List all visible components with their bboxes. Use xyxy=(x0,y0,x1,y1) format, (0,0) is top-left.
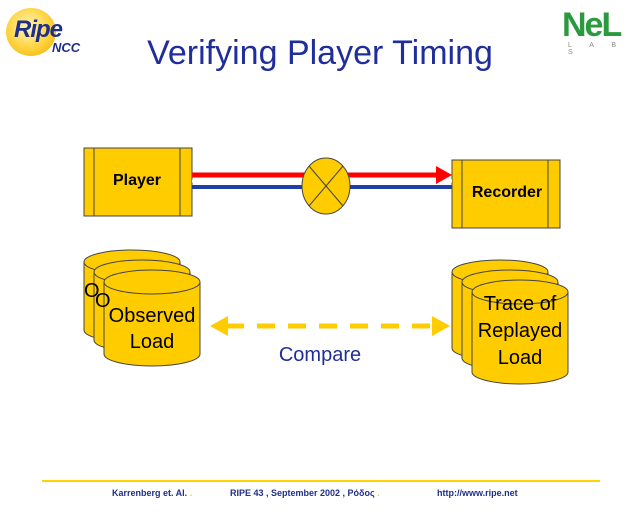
trace-load-stack xyxy=(451,259,569,385)
nel-logo-word: NeL xyxy=(562,6,622,44)
ripe-logo-circle xyxy=(6,8,56,56)
footer-divider xyxy=(42,480,600,482)
footer-event: RIPE 43 , September 2002 , Ρόδος . xyxy=(230,488,380,498)
trace-load-label: Trace of Replayed Load xyxy=(477,293,563,369)
ripe-ncc-logo: Ripe NCC xyxy=(4,6,88,58)
player-label: Player xyxy=(112,172,162,189)
router-icon xyxy=(301,157,351,215)
nel-logo-sub: L A B S xyxy=(568,42,625,56)
red-arrow-head xyxy=(436,166,452,184)
slide-title: Verifying Player Timing xyxy=(147,34,493,72)
footer-url[interactable]: http://www.ripe.net xyxy=(437,488,518,498)
compare-label: Compare xyxy=(278,344,362,366)
observed-load-label: Observed Load xyxy=(108,305,196,353)
observed-load-stack xyxy=(83,249,201,367)
ripe-logo-word: Ripe xyxy=(14,16,63,43)
nel-labs-logo: NeL L A B S xyxy=(562,6,634,56)
recorder-box xyxy=(451,159,561,229)
observed-behind-label-1: O xyxy=(84,280,100,302)
recorder-label: Recorder xyxy=(471,184,543,201)
compare-arrow xyxy=(210,316,450,336)
footer-authors: Karrenberg et. Al. . xyxy=(112,488,193,498)
player-box xyxy=(83,147,193,217)
ripe-logo-sub: NCC xyxy=(52,40,81,55)
observed-behind-label-2: O xyxy=(95,290,111,312)
